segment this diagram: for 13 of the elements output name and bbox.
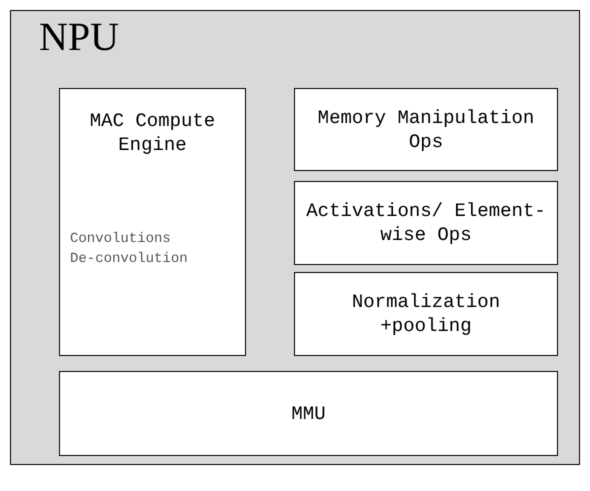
- box-label: Activations/ Element-wise Ops: [305, 199, 547, 247]
- block-title: NPU: [39, 15, 120, 59]
- box-title: MAC Compute Engine: [88, 109, 216, 157]
- box-label: MMU: [290, 402, 327, 426]
- function-box: [294, 272, 558, 356]
- function-box: [294, 181, 558, 265]
- function-box: [294, 88, 558, 171]
- memory-unit-box: [59, 371, 558, 456]
- operation-list: Convolutions De-convolution: [70, 229, 200, 269]
- box-label: Normalization +pooling: [350, 290, 502, 338]
- compute-engine-box: [59, 88, 246, 356]
- processor-block: [10, 10, 580, 465]
- box-label: Memory Manipulation Ops: [316, 106, 536, 154]
